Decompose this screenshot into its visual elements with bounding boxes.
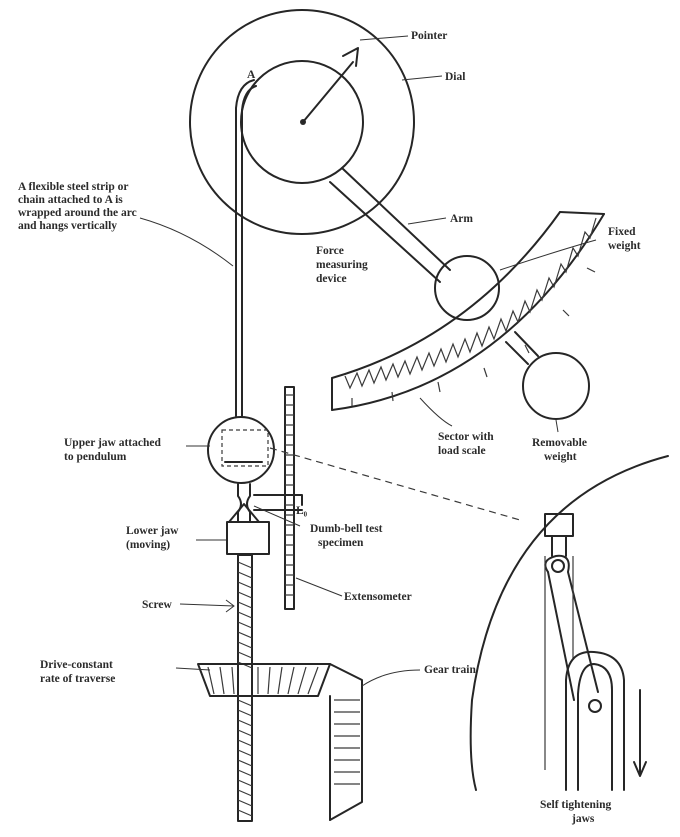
gear-train — [197, 663, 363, 821]
label-gauge-length: L₀ — [296, 505, 308, 517]
dumbbell-specimen — [237, 483, 251, 523]
leader-drive — [175, 667, 211, 671]
leader-extensometer — [295, 577, 343, 597]
load-sector — [331, 211, 605, 411]
label-force-1: Force — [316, 245, 344, 257]
scale-tick-3 — [437, 381, 441, 393]
label-strip-4: and hangs vertically — [18, 220, 117, 232]
scale-tick-5 — [524, 344, 530, 354]
pivot-lower — [588, 699, 602, 713]
leader-sector — [419, 397, 453, 427]
fixed-weight — [434, 255, 500, 321]
specimen-cone — [228, 503, 260, 523]
label-upper-jaw-1: Upper jaw attached — [64, 437, 161, 449]
extensometer-hatching — [285, 394, 294, 596]
label-upper-jaw-2: to pendulum — [64, 451, 127, 463]
removable-weight — [522, 352, 590, 420]
label-self-tightening-1: Self tightening — [540, 799, 611, 811]
bevel-gear-vertical — [329, 663, 363, 821]
leader-fixed-weight — [499, 239, 597, 271]
sector-rack-teeth — [344, 217, 597, 390]
scale-tick-2 — [391, 391, 394, 402]
arm-rail-lower — [329, 181, 441, 283]
leader-pointer — [359, 35, 409, 41]
labels: Pointer Dial A A flexible steel strip or… — [18, 30, 641, 825]
label-fixed-weight-1: Fixed — [608, 226, 636, 238]
leader-lines — [139, 35, 597, 687]
label-sector-1: Sector with — [438, 431, 494, 443]
label-pointer: Pointer — [411, 30, 447, 42]
pull-arrow — [633, 689, 647, 777]
bevel-gear-horizontal — [197, 663, 331, 697]
label-self-tightening-2: jaws — [571, 813, 595, 825]
self-tightening-jaws-detail — [269, 447, 669, 791]
label-lower-jaw-1: Lower jaw — [126, 525, 179, 537]
label-strip-3: wrapped around the arc — [18, 207, 137, 219]
pointer-tip — [342, 47, 359, 67]
dial-outer-ring — [189, 9, 415, 235]
scale-tick-4 — [483, 367, 488, 378]
label-dumbbell-2: specimen — [318, 537, 364, 549]
screw-thread — [237, 561, 253, 817]
jaw-housing-outer — [565, 650, 625, 791]
sector-inner-arc — [331, 213, 605, 411]
upper-jaw-pendulum — [207, 416, 275, 484]
leader-screw-arrow — [179, 599, 235, 613]
extensometer-bar — [284, 386, 295, 610]
strip-right-line — [241, 85, 257, 417]
removable-weight-stem-a — [514, 331, 539, 357]
bevel-gear-teeth-v — [334, 699, 360, 785]
pointer-needle — [302, 61, 354, 123]
label-arm: Arm — [450, 213, 473, 225]
strip-left-line — [235, 79, 255, 417]
label-drive-2: rate of traverse — [40, 673, 115, 685]
leader-removable — [555, 419, 559, 433]
label-removable-2: weight — [544, 451, 577, 463]
sector-outer-arc — [331, 211, 561, 379]
upper-jaw-box — [221, 429, 269, 467]
label-removable-1: Removable — [532, 437, 587, 449]
jaw-link-right — [547, 571, 575, 701]
drive-screw — [237, 554, 253, 822]
sector-right-end — [559, 211, 605, 215]
detail-boundary-arc — [469, 455, 669, 791]
label-screw: Screw — [142, 599, 173, 611]
extensometer — [253, 386, 303, 610]
jaw-top-stem — [551, 535, 567, 557]
jaw-top-block — [544, 513, 574, 537]
leader-gear-train — [361, 669, 421, 687]
leader-dial — [401, 75, 443, 81]
jaw-housing-inner — [577, 663, 613, 791]
label-dumbbell-1: Dumb-bell test — [310, 523, 383, 535]
arm-rail-upper — [341, 167, 451, 271]
label-extensometer: Extensometer — [344, 591, 412, 603]
leader-arm — [407, 217, 447, 225]
label-strip-2: chain attached to A is — [18, 194, 123, 206]
label-force-3: device — [316, 273, 347, 285]
label-dial: Dial — [445, 71, 465, 83]
jaw-assembly — [207, 416, 275, 822]
label-sector-2: load scale — [438, 445, 486, 457]
jaw-link-left — [544, 554, 599, 693]
pivot-upper — [551, 559, 565, 573]
label-force-2: measuring — [316, 259, 368, 271]
detail-connector — [269, 447, 521, 521]
removable-weight-stem-b — [505, 341, 529, 365]
extensometer-clamp-upper — [253, 494, 303, 506]
leader-dumbbell — [253, 505, 301, 527]
label-gear-train: Gear train — [424, 664, 476, 676]
leader-strip — [139, 217, 234, 267]
scale-tick-7 — [586, 267, 596, 273]
label-strip-1: A flexible steel strip or — [18, 181, 129, 193]
lower-jaw — [226, 521, 270, 555]
label-lower-jaw-2: (moving) — [126, 539, 170, 551]
label-point-a: A — [247, 69, 256, 81]
force-measuring-device — [189, 9, 590, 420]
label-drive-1: Drive-constant — [40, 659, 113, 671]
scale-tick-6 — [562, 309, 570, 317]
steel-strip — [235, 79, 257, 417]
label-fixed-weight-2: weight — [608, 240, 641, 252]
bevel-gear-teeth-h — [207, 666, 319, 695]
